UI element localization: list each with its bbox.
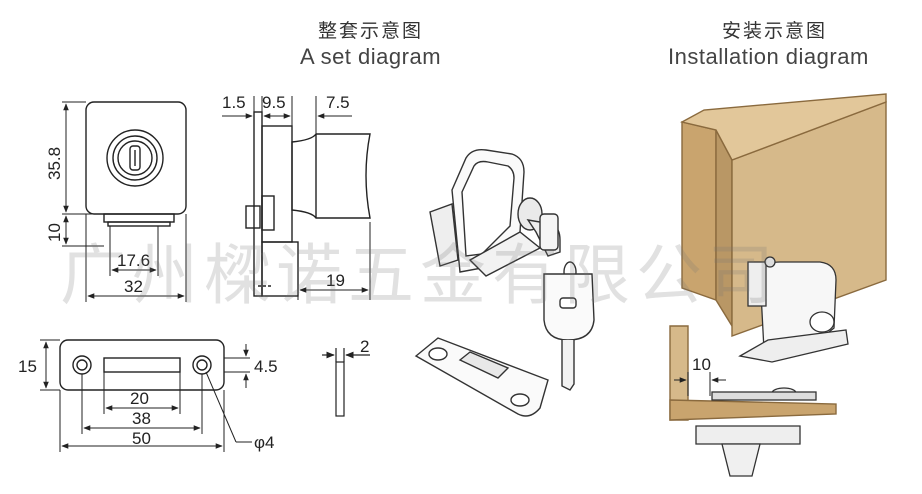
dim-inner-width: 17.6	[117, 251, 150, 270]
dim-width: 32	[124, 277, 143, 296]
lock-3d-illustration	[429, 148, 595, 391]
dim-d1: 1.5	[222, 93, 246, 112]
dim-base: 10	[45, 223, 64, 242]
strike-plate-3d-illustration	[414, 337, 549, 417]
watermark: 广州樑诺五金有限公司	[60, 237, 780, 314]
dim-height: 35.8	[45, 147, 64, 180]
set-diagram-title-cn: 整套示意图	[318, 20, 424, 42]
dim-hole-diameter: φ4	[254, 433, 274, 452]
lock-side-view	[245, 111, 371, 297]
lock-front-view	[85, 101, 187, 227]
dim-plate-height: 15	[18, 357, 37, 376]
strike-plate-side-view	[322, 348, 370, 417]
install-diagram-title-en: Installation diagram	[668, 44, 869, 69]
dim-d3: 7.5	[326, 93, 350, 112]
dim-hole-span: 38	[132, 409, 151, 428]
installed-lock-illustration	[695, 256, 849, 477]
dim-plate-thickness: 2	[360, 337, 369, 356]
set-diagram-title-en: A set diagram	[300, 44, 442, 69]
dim-slot-height: 4.5	[254, 357, 278, 376]
strike-plate-top-view	[59, 339, 225, 391]
dim-depth: 19	[326, 271, 345, 290]
dim-d2: 9.5	[262, 93, 286, 112]
dim-glass-gap: 10	[692, 355, 711, 374]
dim-slot-width: 20	[130, 389, 149, 408]
dim-plate-width: 50	[132, 429, 151, 448]
install-diagram-title-cn: 安装示意图	[722, 20, 828, 42]
